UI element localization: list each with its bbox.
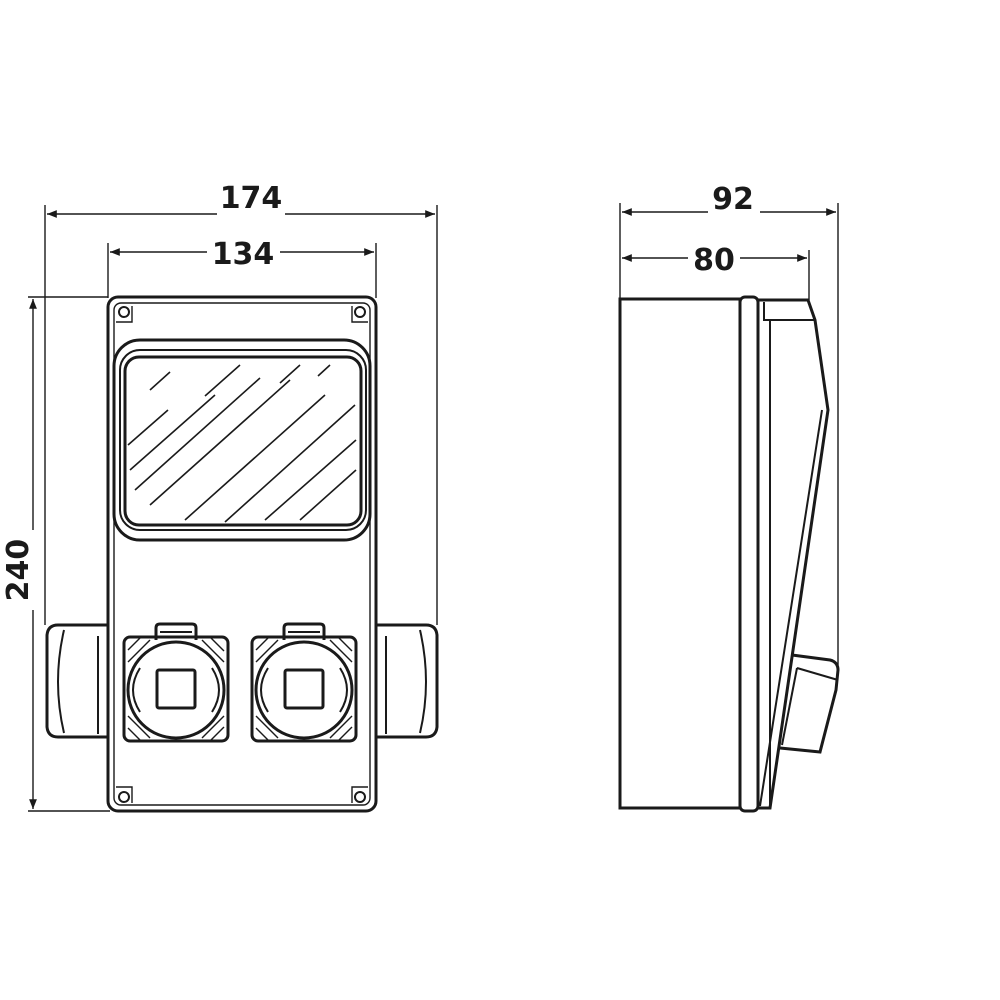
screw-icon xyxy=(116,306,133,323)
inspection-window xyxy=(112,338,372,542)
side-view: 92 80 xyxy=(618,182,840,813)
dimension-label-80: 80 xyxy=(693,243,735,278)
socket-outlet-right xyxy=(250,622,358,743)
dimension-label-92: 92 xyxy=(712,182,754,217)
dimension-174: 174 xyxy=(44,181,438,625)
lid-flange-side xyxy=(738,295,760,813)
front-view: 174 134 240 xyxy=(1,181,439,813)
dimension-80: 80 xyxy=(622,243,810,300)
enclosure-body xyxy=(106,295,378,813)
socket-protrusion-side xyxy=(779,653,840,754)
dimension-label-174: 174 xyxy=(220,181,283,216)
lid-profile-side xyxy=(758,298,830,810)
screw-icon xyxy=(351,306,368,323)
dimension-92: 92 xyxy=(619,182,839,665)
screw-icon xyxy=(351,786,368,803)
dimension-label-240: 240 xyxy=(1,539,36,602)
dimension-240: 240 xyxy=(1,296,110,812)
dimension-label-134: 134 xyxy=(212,237,275,272)
corner-screws xyxy=(116,306,368,803)
dimension-134: 134 xyxy=(107,237,377,298)
screw-icon xyxy=(116,786,133,803)
right-cable-gland xyxy=(376,623,439,739)
glass-hatching xyxy=(127,364,357,523)
socket-outlet-left xyxy=(122,622,230,743)
left-cable-gland xyxy=(45,623,108,739)
enclosure-base-side xyxy=(618,297,742,810)
